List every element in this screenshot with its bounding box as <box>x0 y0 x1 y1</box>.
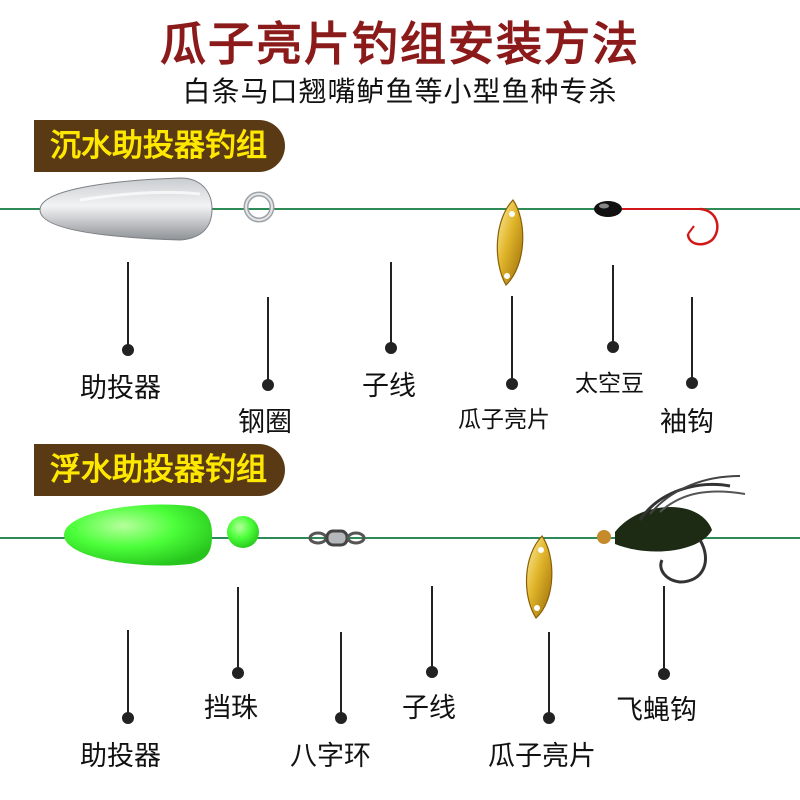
label-leader-floating: 子线 <box>402 686 456 725</box>
stop-bead-icon <box>227 516 259 548</box>
label-spoon-floating: 瓜子亮片 <box>488 734 596 773</box>
label-space-bead: 太空豆 <box>575 364 644 398</box>
spoon-lure-icon-1 <box>497 200 522 285</box>
spoon-lure-icon-2 <box>526 536 551 618</box>
label-swivel: 八字环 <box>290 734 371 773</box>
space-bead-icon <box>594 201 622 217</box>
label-spoon-sinking: 瓜子亮片 <box>458 400 550 434</box>
label-caster-floating: 助投器 <box>80 734 161 773</box>
label-caster-sinking: 助投器 <box>80 366 161 405</box>
sinking-caster-icon <box>40 178 212 240</box>
split-ring-icon <box>246 194 272 220</box>
floating-caster-icon <box>64 504 212 565</box>
label-leader-sinking: 子线 <box>362 364 416 403</box>
fly-hook-icon <box>597 476 745 582</box>
label-split-ring: 钢圈 <box>238 400 292 439</box>
label-sleeve-hook: 袖钩 <box>660 400 714 439</box>
label-stop-bead: 挡珠 <box>204 686 258 725</box>
sleeve-hook-icon <box>622 209 717 244</box>
label-fly-hook: 飞蝇钩 <box>616 688 697 727</box>
